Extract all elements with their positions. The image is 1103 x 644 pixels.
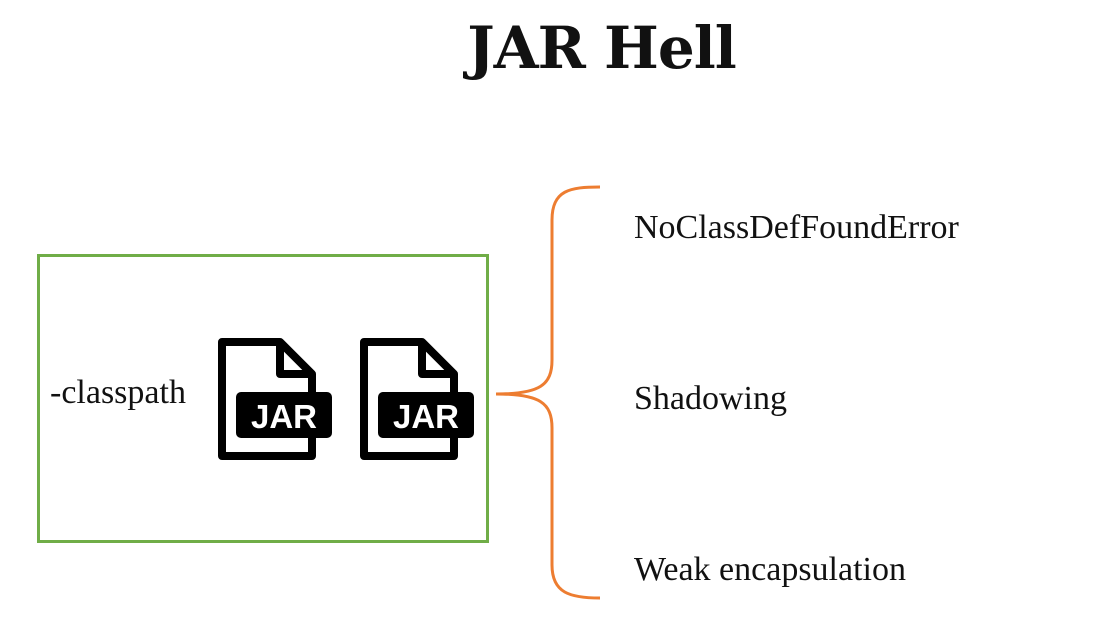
problem-item: NoClassDefFoundError	[634, 209, 959, 246]
jar-label: JAR	[393, 398, 459, 435]
classpath-box	[37, 254, 489, 543]
jar-file-icon: JAR	[218, 338, 332, 460]
classpath-label: -classpath	[50, 374, 186, 411]
jar-label: JAR	[251, 398, 317, 435]
slide-title: JAR Hell	[467, 14, 737, 82]
problem-item: Shadowing	[634, 380, 787, 417]
problem-item: Weak encapsulation	[634, 551, 906, 588]
jar-file-icon: JAR	[360, 338, 474, 460]
curly-brace-connector	[495, 185, 601, 600]
